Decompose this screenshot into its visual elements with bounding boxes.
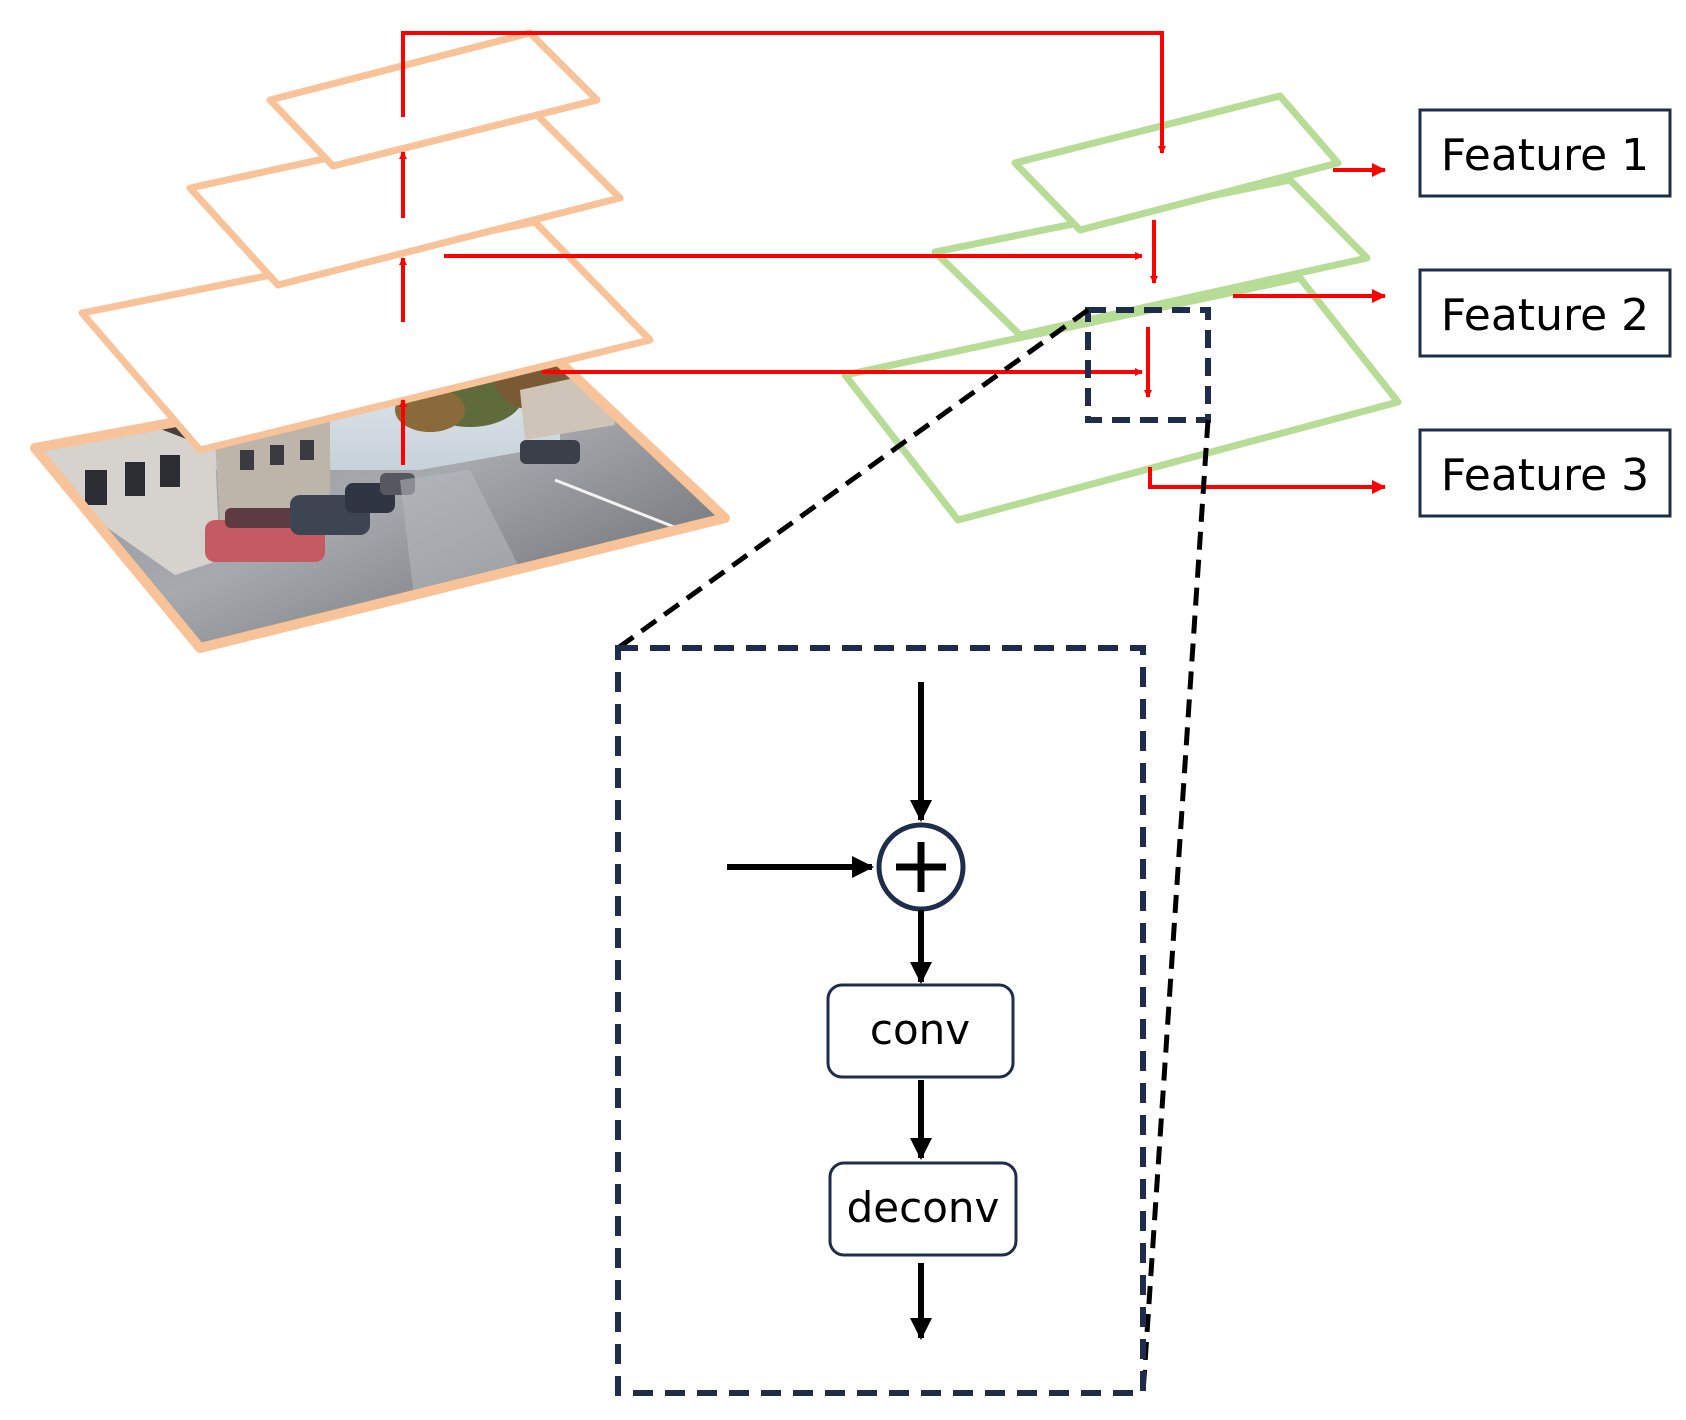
zoom-indicator bbox=[616, 307, 1211, 1394]
zoom-source-box bbox=[1085, 307, 1211, 423]
feature-1-box: Feature 1 bbox=[1418, 108, 1672, 198]
detail-block: conv deconv bbox=[615, 645, 1146, 1396]
conv-label: conv bbox=[870, 1005, 970, 1054]
lateral-connections bbox=[399, 31, 1386, 494]
deconv-block: deconv bbox=[828, 1161, 1018, 1257]
feature-3-arrow bbox=[1148, 467, 1386, 494]
feature-2-label: Feature 2 bbox=[1441, 290, 1649, 341]
zoom-line-right bbox=[1140, 419, 1211, 1394]
top-skip-connection bbox=[401, 31, 1166, 154]
adder bbox=[876, 822, 966, 912]
feature-1-label: Feature 1 bbox=[1441, 130, 1649, 181]
feature-3-box: Feature 3 bbox=[1418, 428, 1672, 518]
feature-2-box: Feature 2 bbox=[1418, 268, 1672, 358]
zoom-line-left bbox=[616, 307, 1090, 651]
feature-3-label: Feature 3 bbox=[1441, 450, 1649, 501]
top-down-layer-1 bbox=[1011, 92, 1342, 234]
conv-block: conv bbox=[826, 983, 1015, 1079]
feature-outputs: Feature 1 Feature 2 Feature 3 bbox=[1418, 108, 1672, 518]
bottom-up-layer-3 bbox=[266, 29, 601, 170]
deconv-label: deconv bbox=[847, 1183, 1000, 1232]
